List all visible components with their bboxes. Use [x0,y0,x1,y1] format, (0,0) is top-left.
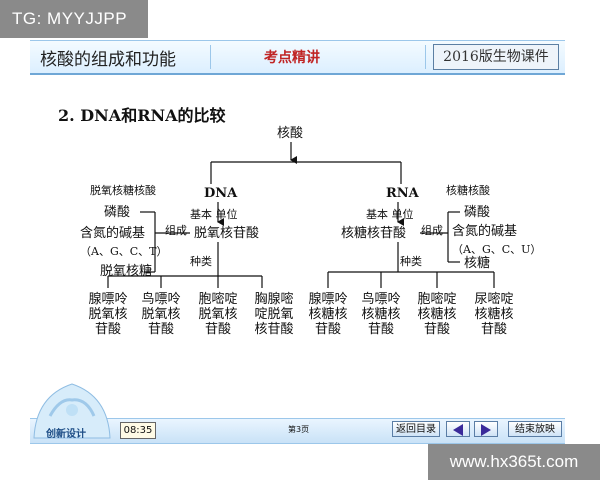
rna-compose-label: 组成 [421,224,443,237]
rna-leaf-adenine: 腺嘌呤核糖核苷酸 [308,292,348,337]
node-rna: RNA [386,186,419,201]
dna-bases: （A、G、C、T） [80,245,168,258]
dna-leaf-adenine: 腺嘌呤脱氧核苷酸 [88,292,128,337]
rna-bases: （A、G、C、U） [452,243,542,256]
right-triangle-icon [481,424,491,436]
rna-component-base: 含氮的碱基 [452,224,518,239]
clock: 08:35 [120,422,156,439]
node-deoxynucleotide: 脱氧核苷酸 [194,226,260,241]
dna-component-sugar: 脱氧核糖 [100,264,153,279]
rna-kinds-label: 种类 [400,255,422,268]
back-to-contents-button[interactable]: 返回目录 [392,421,440,437]
prev-slide-button[interactable] [446,421,470,437]
dna-leaf-cytosine: 胞嘧啶脱氧核苷酸 [198,292,238,337]
dna-kinds-label: 种类 [190,255,212,268]
rna-component-phosphate: 磷酸 [464,205,491,220]
section-title: 2. DNA和RNA的比较 [58,106,226,125]
logo-text: 创新设计 [46,429,86,440]
rna-leaf-guanine: 鸟嘌呤核糖核苷酸 [361,292,401,337]
dna-component-phosphate: 磷酸 [104,205,131,220]
header-divider [210,45,211,69]
rna-full-name: 核糖核酸 [446,184,490,197]
watermark-top: TG: MYYJJPP [0,0,148,38]
node-ribonucleotide: 核糖核苷酸 [341,226,407,241]
rna-basic-unit-label: 基本 单位 [366,208,414,221]
rna-component-sugar: 核糖 [464,256,491,271]
node-dna: DNA [204,186,238,201]
left-triangle-icon [453,424,463,436]
dna-compose-label: 组成 [165,224,187,237]
dna-leaf-thymine: 胸腺嘧啶脱氧核苷酸 [254,292,294,337]
dna-basic-unit-label: 基本 单位 [190,208,238,221]
rna-leaf-cytosine: 胞嘧啶核糖核苷酸 [417,292,457,337]
slide-header: 核酸的组成和功能 考点精讲 2016版生物课件 [30,40,565,75]
header-divider [425,45,426,69]
logo-icon [33,383,111,439]
rna-leaf-uracil: 尿嘧啶核糖核苷酸 [474,292,514,337]
watermark-bottom: www.hx365t.com [428,444,600,480]
header-topic: 核酸的组成和功能 [40,50,176,70]
header-course: 2016版生物课件 [433,44,559,70]
header-section: 考点精讲 [264,50,320,66]
dna-full-name: 脱氧核糖核酸 [90,184,156,197]
dna-component-base: 含氮的碱基 [80,226,146,241]
node-nucleic-acid: 核酸 [277,126,304,141]
next-slide-button[interactable] [474,421,498,437]
dna-leaf-guanine: 鸟嘌呤脱氧核苷酸 [141,292,181,337]
end-show-button[interactable]: 结束放映 [508,421,562,437]
page-number: 第3页 [288,425,310,434]
